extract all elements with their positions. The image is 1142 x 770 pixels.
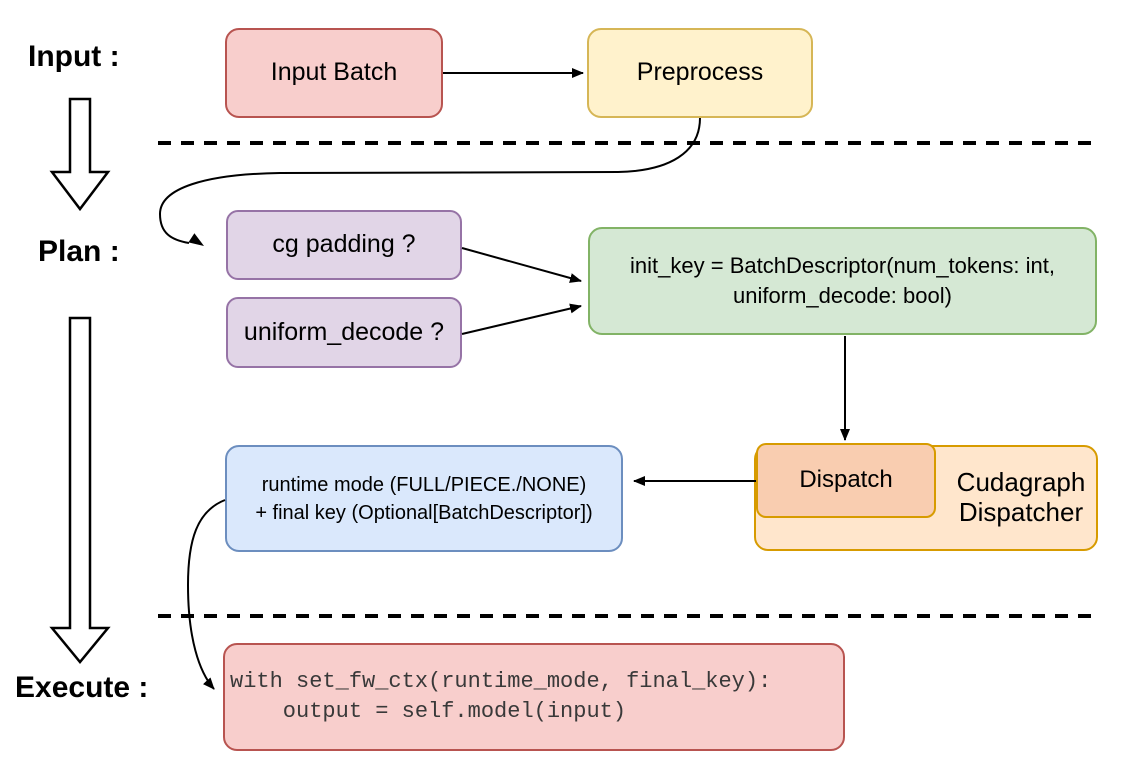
connector-runtime-mode-to-execute-code bbox=[186, 499, 226, 690]
flow-arrow-input-to-plan bbox=[49, 97, 111, 212]
connector-cg-padding-to-init-key bbox=[461, 247, 582, 283]
connector-uniform-decode-to-init-key bbox=[461, 303, 582, 335]
heading-plan: Plan : bbox=[38, 235, 120, 268]
node-execute-code: with set_fw_ctx(runtime_mode, final_key)… bbox=[223, 643, 845, 751]
heading-execute: Execute : bbox=[15, 671, 149, 704]
heading-input: Input : bbox=[28, 40, 120, 73]
flow-arrow-plan-to-execute bbox=[49, 316, 111, 664]
connector-preprocess-to-cg-padding-arrowhead bbox=[188, 233, 204, 246]
node-dispatch: Dispatch bbox=[756, 443, 936, 518]
node-runtime-mode: runtime mode (FULL/PIECE./NONE) + final … bbox=[225, 445, 623, 552]
node-cg-padding: cg padding ? bbox=[226, 210, 462, 280]
node-uniform-decode: uniform_decode ? bbox=[226, 297, 462, 368]
node-preprocess: Preprocess bbox=[587, 28, 813, 118]
node-init-key: init_key = BatchDescriptor(num_tokens: i… bbox=[588, 227, 1097, 335]
node-input-batch: Input Batch bbox=[225, 28, 443, 118]
